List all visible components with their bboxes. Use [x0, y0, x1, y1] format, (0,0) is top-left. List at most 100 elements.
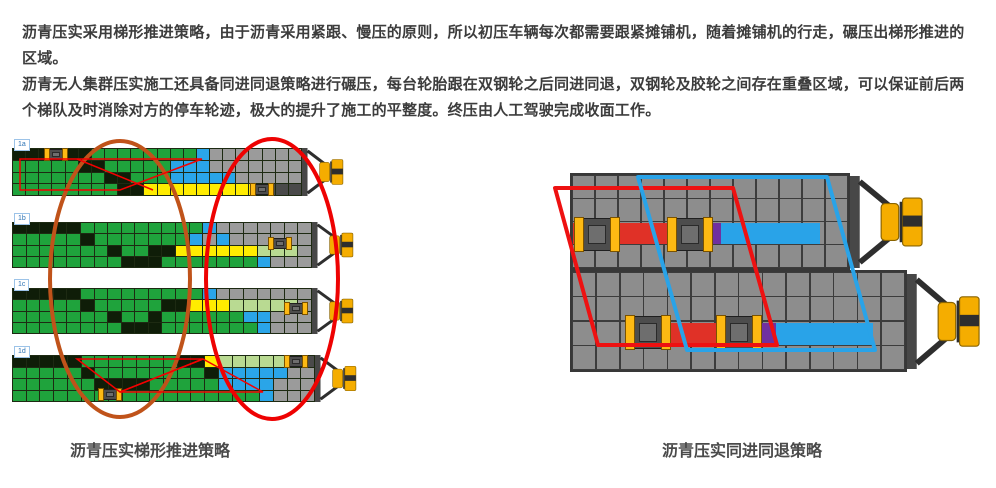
roller-wheel-icon [284, 302, 290, 315]
grid-cell [664, 176, 687, 198]
grid-cell [287, 390, 301, 401]
grid-cell [257, 223, 271, 234]
roller-vehicle-icon [98, 388, 122, 401]
grid-cell [176, 322, 189, 333]
grid-cell [191, 379, 205, 390]
grid-cell [230, 223, 244, 234]
grid-cell [26, 256, 40, 267]
grid-cell [763, 297, 786, 321]
grid-cell [40, 289, 53, 300]
grid-cell [644, 273, 667, 296]
grid-cell [244, 300, 257, 311]
grid-cell [135, 300, 148, 311]
grid-cell [196, 184, 210, 195]
grid-cell [108, 256, 121, 267]
grid-cell [218, 390, 232, 401]
grid-cell [802, 176, 825, 198]
paver-truck-icon [302, 148, 344, 196]
grid-cell [176, 289, 189, 300]
grid-cell [13, 311, 26, 322]
grid-cell [825, 199, 847, 221]
grid-cell [191, 390, 205, 401]
grid-cell [104, 184, 118, 195]
grid-cell [733, 245, 756, 267]
grid-cell [80, 223, 94, 234]
grid-cell [246, 367, 260, 378]
roller-cab-icon [681, 224, 699, 245]
grid-cell [170, 160, 183, 172]
grid-cell [218, 379, 232, 390]
roller-wheel-icon [702, 217, 714, 252]
paver-truck-icon [312, 288, 354, 334]
grid-cell [144, 149, 157, 160]
grid-cell [67, 256, 80, 267]
roller-wheel-icon [624, 315, 636, 350]
grid-cell [246, 379, 260, 390]
grid-cell [218, 356, 232, 367]
grid-cell [223, 172, 236, 184]
grid-cell [170, 184, 183, 195]
grid-cell [162, 234, 176, 245]
grid-cell [189, 223, 203, 234]
grid-cell [810, 346, 833, 369]
grid-cell [216, 223, 230, 234]
grid-cell [236, 160, 249, 172]
grid-cell [216, 256, 230, 267]
roller-wheel-icon [98, 388, 104, 401]
strip-grid [12, 288, 312, 334]
grid-cell [177, 356, 191, 367]
grid-cell [118, 184, 131, 195]
grid-cell [881, 321, 904, 345]
grid-cell [756, 176, 779, 198]
grid-cell [53, 300, 67, 311]
grid-cell [136, 356, 150, 367]
grid-cell [275, 172, 288, 184]
grid-cell [91, 149, 104, 160]
grid-cell [13, 322, 26, 333]
grid-cell [236, 149, 249, 160]
grid-cell [13, 172, 26, 184]
grid-cell [203, 223, 216, 234]
grid-cell [121, 322, 135, 333]
roller-wheel-icon [302, 302, 308, 315]
grid-cell [78, 172, 91, 184]
grid-cell [148, 289, 162, 300]
grid-cell [122, 356, 136, 367]
grid-cell [244, 223, 257, 234]
grid-cell [144, 160, 157, 172]
grid-cell [157, 160, 170, 172]
grid-cell [244, 234, 257, 245]
grid-cell [691, 297, 714, 321]
grid-cell [810, 297, 833, 321]
grid-cell [810, 273, 833, 296]
grid-cell [162, 245, 176, 256]
grid-cell [176, 223, 189, 234]
grid-cell [236, 184, 249, 195]
grid-cell [596, 346, 619, 369]
grid-cell [26, 367, 40, 378]
grid-cell [67, 390, 81, 401]
grid-cell [26, 379, 40, 390]
roller-vehicle-icon [715, 315, 763, 350]
grid-cell [80, 234, 94, 245]
grid-cell [216, 300, 230, 311]
grid-cell [121, 245, 135, 256]
grid-cell [177, 379, 191, 390]
grid-cell [65, 184, 78, 195]
grid-cell [13, 184, 26, 195]
grid-cell [802, 199, 825, 221]
grid-cell [39, 160, 52, 172]
grid-cell [121, 223, 135, 234]
grid-cell [40, 300, 53, 311]
grid-cell [301, 390, 314, 401]
grid-cell [148, 234, 162, 245]
grid-cell [710, 176, 733, 198]
grid-cell [257, 322, 271, 333]
grid-cell [246, 356, 260, 367]
grid-cell [298, 322, 311, 333]
grid-cell [131, 149, 144, 160]
grid-cell [157, 184, 170, 195]
grid-cell [94, 289, 108, 300]
grid-cell [135, 256, 148, 267]
